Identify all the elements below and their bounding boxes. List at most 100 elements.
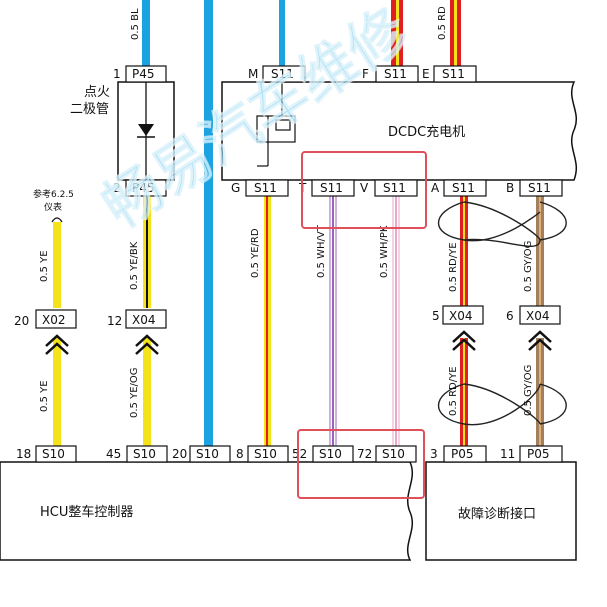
dcdc-box: [221, 81, 577, 181]
wire-red-e: [450, 0, 454, 66]
diode-connector-bottom: P45: [132, 181, 155, 195]
highlight-box-dcdc: [301, 151, 427, 229]
hcu-label: HCU整车控制器: [40, 504, 133, 520]
hcu-conn-72: S10: [382, 447, 405, 461]
inline-pin-5: 5: [432, 309, 440, 323]
wire-blue-left: [142, 0, 150, 66]
wire-ye-lower: [53, 338, 61, 446]
dcdc-bottom-pin-g: G: [231, 181, 240, 195]
inline-pin-6: 6: [506, 309, 514, 323]
wire-red-e-right: [457, 0, 461, 66]
diode-pin-top: 1: [113, 67, 121, 81]
wires: [53, 0, 567, 447]
diode-pin-bottom: 2: [113, 181, 121, 195]
hcu-connectors: 18 S10 45 S10 20 S10 8 S10 52 S10 72 S10: [16, 445, 417, 463]
reference-line2: 仪表: [44, 201, 62, 213]
diode-connector-top: P45: [132, 67, 155, 81]
inline-conn-x04-b: X04: [449, 309, 473, 323]
hcu-conn-20: S10: [196, 447, 219, 461]
hcu-box: [0, 461, 413, 561]
dcdc-top-conn-m: S11: [271, 67, 294, 81]
dcdc-bottom-conn-b: S11: [528, 181, 551, 195]
wire-yerd-stripe: [266, 196, 268, 446]
inline-conn-x02: X02: [42, 313, 66, 327]
diode-icon: [138, 124, 154, 136]
inline-pin-12: 12: [107, 314, 122, 328]
reference-label: 参考6.2.5 仪表: [33, 188, 74, 223]
reference-line1: 参考6.2.5: [33, 188, 74, 200]
dcdc-bottom-conn-a: S11: [452, 181, 475, 195]
hcu-pin-8: 8: [236, 447, 244, 461]
diode-component: 点火 二极管 1 P45 2 P45: [70, 65, 175, 197]
twisted-pair-lower: [437, 383, 567, 426]
twisted-pair-upper: [437, 201, 567, 247]
wire-gyog-lower-stripe: [539, 338, 541, 446]
chevron-up-icon: [135, 334, 159, 355]
wire-yebk-stripe: [146, 196, 148, 308]
chevron-up-icon: [452, 330, 476, 351]
diag-conn-3: P05: [451, 447, 474, 461]
wire-label-yeog: 0.5 YE/OG: [129, 368, 140, 419]
wire-yellow-e: [454, 0, 457, 66]
dcdc-top-conn-f: S11: [384, 67, 407, 81]
dcdc-bottom-pin-v: V: [360, 181, 369, 195]
wire-red-f-right: [399, 0, 403, 66]
diag-conn-11: P05: [527, 447, 550, 461]
wire-blue-long: [204, 0, 213, 446]
hcu-conn-8: S10: [254, 447, 277, 461]
chevron-up-icon: [528, 330, 552, 351]
wire-gyog-upper-stripe: [539, 196, 541, 308]
dcdc-bottom-pin-a: A: [431, 181, 440, 195]
wire-label-top-left: 0.5 BL: [130, 8, 141, 40]
wire-whpk-stripe: [395, 196, 397, 446]
wire-label-ye-lower: 0.5 YE: [39, 380, 50, 412]
wire-blue-dcdc-m: [279, 0, 285, 66]
hcu-component: HCU整车控制器: [0, 461, 413, 561]
diag-box: [425, 461, 577, 561]
wire-label-rdye-lower: 0.5 RD/YE: [448, 366, 459, 416]
dcdc-bottom-conn-g: S11: [254, 181, 277, 195]
dcdc-component: DCDC充电机: [221, 81, 577, 181]
diode-label-line2: 二极管: [70, 102, 109, 117]
wire-yellow-f: [396, 0, 399, 66]
hcu-conn-52: S10: [319, 447, 342, 461]
dcdc-bottom-conn-v: S11: [383, 181, 406, 195]
wire-labels: 0.5 BL 0.5 RD 0.5 YE 0.5 YE 0.5 YE/BK 0.…: [39, 6, 534, 418]
dcdc-top-pin-f: F: [362, 67, 369, 81]
wire-label-gyog-upper: 0.5 GY/OG: [523, 241, 534, 292]
diag-label: 故障诊断接口: [458, 506, 536, 522]
hcu-conn-18: S10: [42, 447, 65, 461]
chevron-up-icon: [45, 334, 69, 355]
wire-yeog: [143, 338, 151, 446]
dcdc-bottom-conn-t: S11: [320, 181, 343, 195]
inline-pin-20: 20: [14, 314, 29, 328]
wire-whv-stripe: [332, 196, 334, 446]
hcu-pin-72: 72: [357, 447, 372, 461]
wire-label-whpk: 0.5 WH/PK: [379, 225, 390, 278]
dcdc-top-pin-m: M: [248, 67, 258, 81]
diag-pin-3: 3: [430, 447, 438, 461]
wire-red-f-left: [391, 0, 396, 66]
dcdc-top-connectors: M S11 F S11 E S11: [248, 65, 477, 83]
wire-label-gyog-lower: 0.5 GY/OG: [523, 365, 534, 416]
diag-pin-11: 11: [500, 447, 515, 461]
wire-ye-upper: [53, 222, 61, 308]
diag-component: 故障诊断接口: [425, 461, 577, 561]
hcu-pin-20: 20: [172, 447, 187, 461]
diode-label-line1: 点火: [84, 85, 110, 100]
dcdc-label: DCDC充电机: [388, 124, 465, 140]
wire-label-top-right: 0.5 RD: [437, 6, 448, 40]
inline-conn-x04-c: X04: [526, 309, 550, 323]
dcdc-top-pin-e: E: [422, 67, 430, 81]
dcdc-top-conn-e: S11: [442, 67, 465, 81]
wire-label-ye-upper: 0.5 YE: [39, 250, 50, 282]
wire-label-rdye-upper: 0.5 RD/YE: [448, 242, 459, 292]
wire-rdye-lower-stripe: [463, 338, 465, 446]
dcdc-bottom-connectors: G S11 T S11 V S11 A S11 B S11: [231, 179, 563, 197]
hcu-pin-18: 18: [16, 447, 31, 461]
hcu-conn-45: S10: [133, 447, 156, 461]
hcu-pin-52: 52: [292, 447, 307, 461]
wire-label-whv: 0.5 WH/VT: [316, 224, 327, 278]
hcu-pin-45: 45: [106, 447, 121, 461]
